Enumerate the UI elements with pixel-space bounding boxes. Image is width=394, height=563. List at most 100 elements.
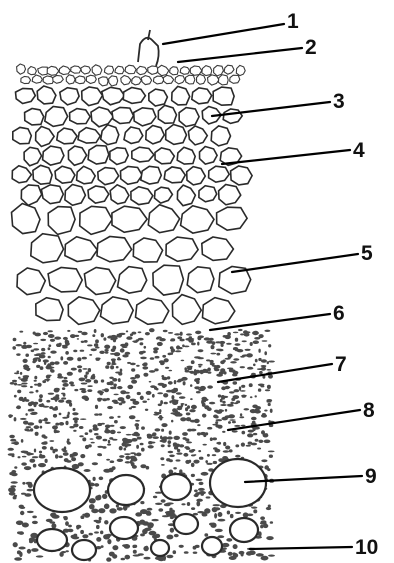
tissue-fleck xyxy=(176,345,180,349)
cell-shape xyxy=(175,76,185,84)
tissue-fleck xyxy=(33,403,36,407)
tissue-fleck xyxy=(150,357,155,360)
tissue-fleck xyxy=(44,361,46,365)
tissue-fleck xyxy=(107,444,111,446)
cell-shape xyxy=(217,207,248,230)
tissue-fleck xyxy=(171,395,174,399)
cell-shape xyxy=(112,206,147,232)
tissue-fleck xyxy=(268,451,275,453)
tissue-fleck xyxy=(14,417,17,421)
tissue-fleck xyxy=(135,420,140,422)
tissue-fleck xyxy=(155,428,161,431)
cell-shape xyxy=(109,76,118,86)
cell-shape xyxy=(137,66,147,74)
tissue-fleck xyxy=(14,395,17,398)
tissue-fleck xyxy=(270,409,273,413)
tissue-fleck xyxy=(54,337,61,340)
tissue-fleck xyxy=(174,534,179,537)
tissue-fleck xyxy=(48,334,55,338)
tissue-fleck xyxy=(255,359,258,363)
tissue-fleck xyxy=(210,523,216,528)
tissue-fleck xyxy=(124,448,127,451)
tissue-fleck xyxy=(156,337,159,339)
tissue-fleck xyxy=(233,347,238,350)
tissue-fleck xyxy=(179,396,185,399)
cell-shape xyxy=(121,167,143,185)
tissue-fleck xyxy=(66,340,70,343)
tissue-fleck xyxy=(147,434,152,437)
tissue-fleck xyxy=(37,383,42,387)
tissue-fleck xyxy=(254,406,260,408)
tissue-fleck xyxy=(149,370,155,373)
tissue-fleck xyxy=(59,413,62,416)
tissue-fleck xyxy=(140,342,144,345)
tissue-fleck xyxy=(238,329,243,331)
cell-shape xyxy=(12,166,31,183)
tissue-fleck xyxy=(67,372,73,376)
tissue-fleck xyxy=(178,406,182,408)
tissue-fleck xyxy=(252,331,259,335)
tissue-fleck xyxy=(8,487,16,492)
label-7: 7 xyxy=(335,353,347,376)
cell-shape xyxy=(213,87,234,105)
cell-shape xyxy=(118,267,147,294)
tissue-fleck xyxy=(234,425,241,427)
tissue-fleck xyxy=(109,508,116,513)
tissue-fleck xyxy=(213,461,217,464)
tissue-fleck xyxy=(14,383,17,385)
tissue-fleck xyxy=(260,516,265,520)
tissue-fleck xyxy=(17,384,23,386)
tissue-fleck xyxy=(130,456,136,460)
cell-shape xyxy=(219,185,241,205)
tissue-fleck xyxy=(266,399,272,402)
tissue-fleck xyxy=(168,444,171,447)
tissue-fleck xyxy=(59,422,64,426)
tissue-fleck xyxy=(70,384,74,386)
tissue-fleck xyxy=(38,398,42,402)
tissue-fleck xyxy=(121,558,126,561)
tissue-fleck xyxy=(220,399,223,403)
label-6: 6 xyxy=(333,302,345,325)
tissue-fleck xyxy=(196,499,203,502)
tissue-fleck xyxy=(144,346,147,349)
leader-line-8 xyxy=(228,410,360,430)
tissue-fleck xyxy=(132,332,137,335)
cell-shape xyxy=(78,128,100,144)
tissue-fleck xyxy=(197,511,204,513)
tissue-fleck xyxy=(162,377,168,380)
tissue-fleck xyxy=(162,355,166,358)
cell-shape xyxy=(133,238,162,262)
tissue-fleck xyxy=(47,380,49,382)
tissue-fleck xyxy=(155,557,162,560)
tissue-fleck xyxy=(27,549,31,554)
tissue-fleck xyxy=(126,330,128,332)
cell-shape xyxy=(209,166,230,182)
tissue-fleck xyxy=(103,534,110,539)
tissue-fleck xyxy=(80,418,86,420)
tissue-fleck xyxy=(264,351,267,355)
tissue-fleck xyxy=(46,375,51,379)
tissue-fleck xyxy=(102,398,107,401)
tissue-fleck xyxy=(210,437,213,441)
tissue-fleck xyxy=(245,349,251,351)
tissue-fleck xyxy=(262,340,268,342)
tissue-fleck xyxy=(153,350,158,353)
tissue-fleck xyxy=(214,513,217,519)
tissue-fleck xyxy=(218,394,221,397)
tissue-fleck xyxy=(173,388,176,391)
tissue-fleck xyxy=(206,496,211,498)
tissue-fleck xyxy=(240,333,244,335)
tissue-fleck xyxy=(8,415,13,418)
cell-shape xyxy=(28,67,37,75)
tissue-fleck xyxy=(194,494,199,497)
tissue-fleck xyxy=(198,491,206,494)
tissue-fleck xyxy=(166,535,173,540)
tissue-fleck xyxy=(160,418,163,420)
tissue-fleck xyxy=(74,335,79,337)
tissue-fleck xyxy=(230,402,234,405)
tissue-fleck xyxy=(261,414,267,418)
tissue-fleck xyxy=(264,410,267,412)
tissue-fleck xyxy=(216,442,220,444)
cell-shape xyxy=(230,75,240,83)
